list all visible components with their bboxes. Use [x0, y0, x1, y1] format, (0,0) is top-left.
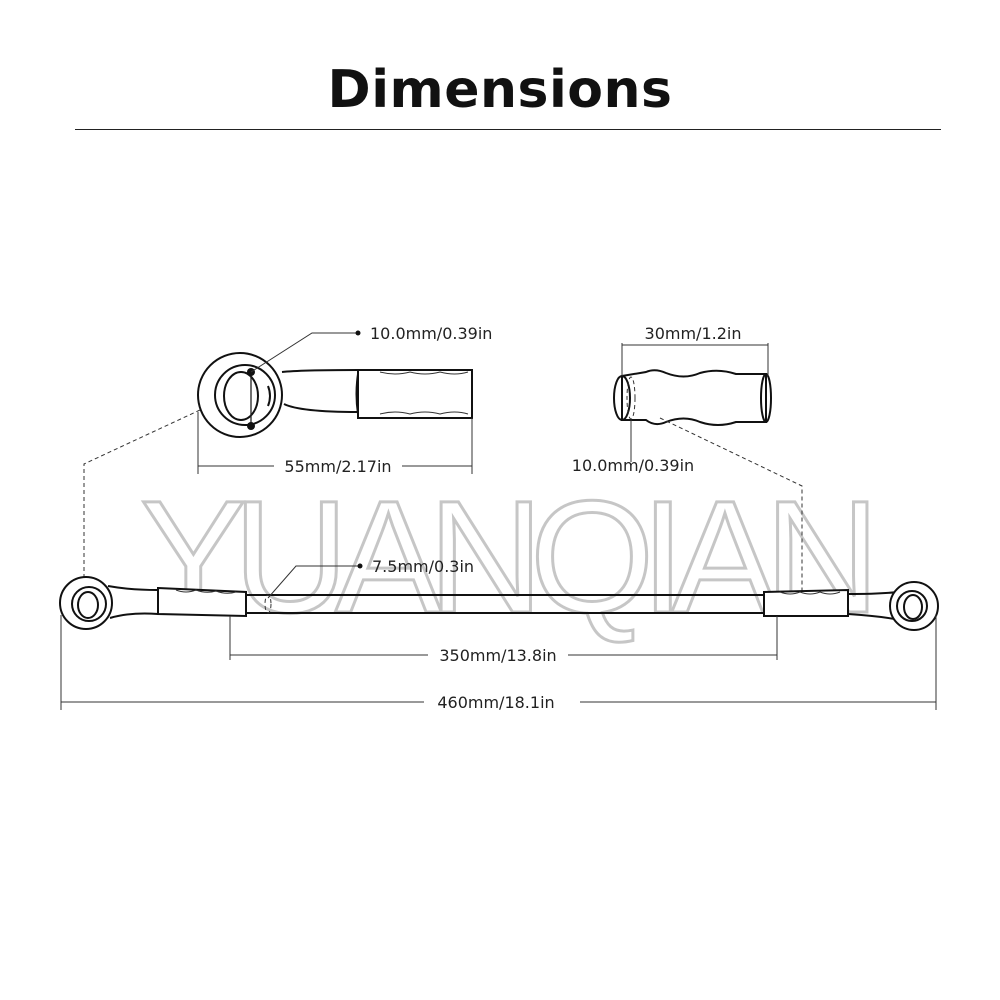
label-sleeve-diameter: 10.0mm/0.39in	[572, 456, 694, 475]
label-hose-diameter: 7.5mm/0.3in	[372, 557, 474, 576]
left-banjo-bore	[77, 591, 99, 619]
right-sleeve	[763, 588, 849, 617]
banjo-eye-bore	[223, 371, 259, 421]
left-sleeve	[157, 586, 247, 618]
right-sleeve-ridges	[779, 591, 841, 595]
hose-diameter-marker	[264, 594, 272, 614]
title-divider	[75, 129, 941, 130]
bore-leader	[250, 332, 358, 373]
watermark-text: YUANQIAN	[140, 467, 880, 646]
bore-leader-dot	[355, 330, 361, 336]
sleeve-inner-diameter	[626, 376, 636, 420]
left-bend-top	[107, 585, 159, 591]
fitting-tube-bottom	[283, 403, 359, 413]
banjo-fitting-detail	[197, 330, 473, 474]
label-banjo-bore: 10.0mm/0.39in	[370, 324, 492, 343]
sleeve-end-right	[760, 373, 772, 423]
hose-diameter-leader-dot	[357, 563, 363, 569]
right-banjo-bore	[903, 594, 923, 620]
fitting-tube-top	[281, 369, 359, 373]
hose-diameter-leader	[267, 565, 358, 599]
banjo-eye-inner-edge	[267, 385, 271, 407]
banjo-eye-ring	[214, 364, 276, 426]
hose-assembly	[59, 576, 939, 631]
bore-dot-bottom	[247, 422, 255, 430]
connector-fitting-detail	[83, 409, 201, 578]
label-total-length: 460mm/18.1in	[437, 693, 554, 712]
label-sleeve-length: 30mm/1.2in	[645, 324, 742, 343]
left-bend-bottom	[109, 612, 159, 619]
sleeve-body	[621, 369, 767, 426]
page-title: Dimensions	[327, 60, 673, 120]
sleeve-detail	[613, 343, 772, 462]
label-hose-length: 350mm/13.8in	[439, 646, 556, 665]
label-fitting-length: 55mm/2.17in	[284, 457, 391, 476]
sleeve-ridges-bottom	[379, 411, 469, 415]
left-sleeve-ridges	[175, 589, 237, 594]
connector-sleeve-detail	[659, 417, 803, 592]
fitting-sleeve	[357, 369, 473, 419]
sleeve-ridges-top	[379, 371, 469, 375]
left-banjo-ring	[71, 586, 107, 622]
banjo-eye-outer	[197, 352, 283, 438]
right-banjo-ring	[896, 590, 928, 622]
sleeve-start-curve	[355, 373, 359, 415]
